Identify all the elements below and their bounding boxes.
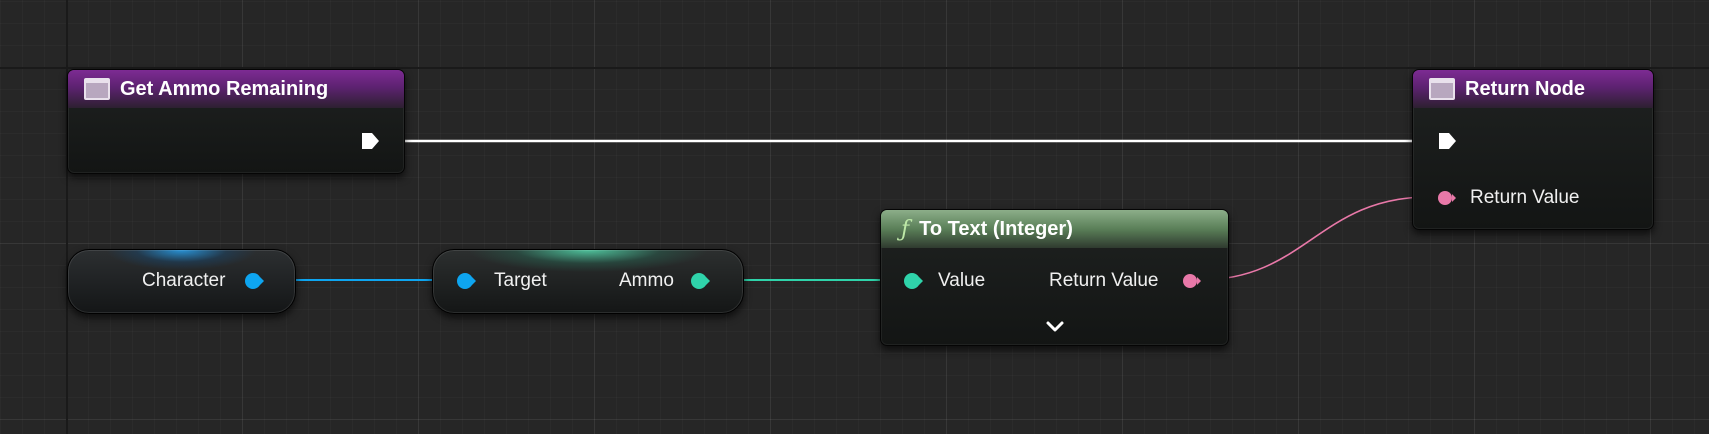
character-variable-node[interactable]: Character (67, 249, 296, 314)
character-out-pin[interactable] (244, 271, 264, 291)
function-entry-header[interactable]: Get Ammo Remaining (68, 70, 404, 108)
f-icon: ƒ (901, 216, 910, 242)
target-label: Target (494, 270, 547, 291)
return-value-out-pin[interactable] (1181, 271, 1201, 291)
chevron-down-icon[interactable] (1043, 319, 1067, 335)
return-value-wire[interactable] (1199, 196, 1429, 281)
return-node-title: Return Node (1465, 77, 1585, 100)
exec-out-pin[interactable] (360, 131, 380, 151)
return-value-label: Return Value (1470, 187, 1580, 208)
return-value-in-pin[interactable] (1436, 188, 1456, 208)
ammo-out-pin[interactable] (690, 271, 710, 291)
exec-in-pin[interactable] (1437, 131, 1457, 151)
value-label: Value (938, 270, 986, 291)
return-value-out-label: Return Value (1049, 270, 1159, 291)
return-node-header[interactable]: Return Node (1413, 70, 1653, 108)
function-icon (84, 78, 110, 100)
function-entry-node[interactable]: Get Ammo Remaining (67, 69, 405, 174)
to-text-title: To Text (Integer) (919, 217, 1073, 240)
ammo-getter-node[interactable]: Target Ammo (432, 249, 744, 314)
to-text-header[interactable]: ƒ To Text (Integer) (881, 210, 1228, 248)
function-icon (1429, 78, 1455, 100)
ammo-label: Ammo (619, 270, 674, 291)
function-entry-title: Get Ammo Remaining (120, 77, 329, 100)
character-label: Character (142, 270, 226, 291)
value-in-pin[interactable] (903, 271, 923, 291)
return-node[interactable]: Return Node Return Value (1412, 69, 1654, 230)
target-in-pin[interactable] (456, 271, 476, 291)
to-text-node[interactable]: ƒ To Text (Integer) Value Return Value (880, 209, 1229, 346)
